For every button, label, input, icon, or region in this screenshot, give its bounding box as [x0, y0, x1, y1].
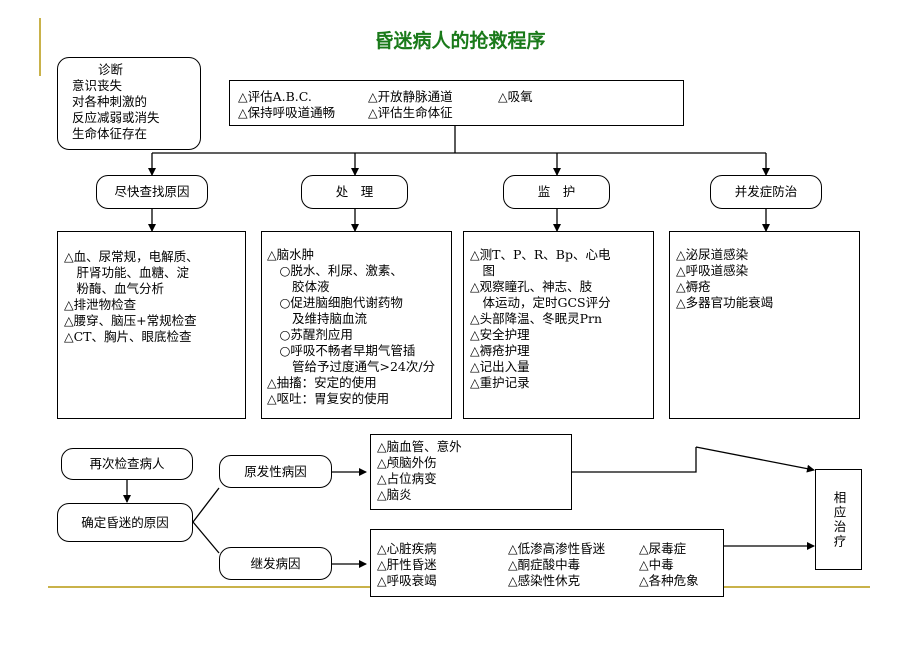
cause-item: △血、尿常规，电解质、: [64, 249, 199, 264]
assessment-row: △保持呼吸道通畅 △评估生命体征: [238, 105, 683, 121]
treatment-item: ○苏醒剂应用: [267, 327, 353, 342]
assessment-item: △评估生命体征: [368, 105, 453, 120]
assessment-item: △吸氧: [498, 89, 533, 104]
recheck-patient-box: 再次检查病人: [61, 448, 193, 480]
cause-item: 肝肾功能、血糖、淀: [64, 265, 190, 280]
secondary-causes-list: △心脏疾病 △低渗高渗性昏迷 △尿毒症 △肝性昏迷 △酮症酸中毒 △中毒 △呼吸…: [370, 529, 724, 597]
secondary-cause-item: △酮症酸中毒: [508, 557, 581, 572]
secondary-cause-item: △尿毒症: [639, 541, 687, 556]
diagnosis-line: 意识丧失: [72, 78, 123, 93]
secondary-cause-item: △呼吸衰竭: [377, 573, 437, 588]
cause-item: 粉酶、血气分析: [64, 281, 165, 296]
assessment-item: △开放静脉通道: [368, 89, 453, 104]
monitoring-item: △头部降温、冬眠灵Prn: [470, 311, 603, 326]
secondary-cause-row: △肝性昏迷 △酮症酸中毒 △中毒: [377, 557, 723, 573]
monitoring-item: 图: [470, 263, 496, 278]
decor-vertical-line: [39, 18, 41, 76]
assessment-item: △评估A.B.C.: [238, 89, 312, 104]
complication-item: △褥疮: [676, 279, 711, 294]
complication-item: △多器官功能衰竭: [676, 295, 774, 310]
secondary-cause-item: △中毒: [639, 557, 674, 572]
secondary-cause-item: △各种危象: [639, 573, 699, 588]
complication-item: △呼吸道感染: [676, 263, 749, 278]
secondary-cause-box: 继发病因: [219, 547, 332, 580]
treatment-item: ○脱水、利尿、激素、: [267, 263, 403, 278]
corresponding-treatment-label: 相应治疗: [831, 490, 847, 549]
primary-cause-item: △占位病变: [377, 471, 437, 486]
diagnosis-line: 反应减弱或消失: [72, 110, 160, 125]
assessment-box: △评估A.B.C. △开放静脉通道 △吸氧 △保持呼吸道通畅 △评估生命体征: [229, 80, 684, 126]
header-treatment: 处 理: [301, 175, 408, 209]
assessment-row: △评估A.B.C. △开放静脉通道 △吸氧: [238, 89, 683, 105]
treatment-item: 及维持脑血流: [267, 311, 368, 326]
diagnosis-line: 生命体征存在: [72, 126, 148, 141]
treatment-item: △抽搐：安定的使用: [267, 375, 377, 390]
cause-item: △排泄物检查: [64, 297, 137, 312]
monitoring-detail-box: △测T、P、R、Bp、心电 图 △观察瞳孔、神志、肢 体运动，定时GCS评分 △…: [463, 231, 654, 419]
monitoring-item: △观察瞳孔、神志、肢: [470, 279, 593, 294]
monitoring-item: △测T、P、R、Bp、心电: [470, 247, 611, 262]
treatment-item: 管给予过度通气>24次/分: [267, 359, 436, 374]
assessment-item: △保持呼吸道通畅: [238, 105, 336, 120]
monitoring-item: △记出入量: [470, 359, 530, 374]
monitoring-item: △褥疮护理: [470, 343, 530, 358]
secondary-cause-row: △呼吸衰竭 △感染性休克 △各种危象: [377, 573, 723, 589]
corresponding-treatment-box: 相应治疗: [815, 469, 862, 570]
primary-causes-list: △脑血管、意外 △颅脑外伤 △占位病变 △脑炎: [370, 434, 572, 510]
cause-detail-box: △血、尿常规，电解质、 肝肾功能、血糖、淀 粉酶、血气分析 △排泄物检查 △腰穿…: [57, 231, 246, 419]
diagnosis-box: 诊断 意识丧失 对各种刺激的 反应减弱或消失 生命体征存在: [57, 57, 201, 150]
diagnosis-line: 对各种刺激的: [72, 94, 148, 109]
primary-cause-item: △颅脑外伤: [377, 455, 437, 470]
monitoring-item: 体运动，定时GCS评分: [470, 295, 611, 310]
secondary-cause-item: △低渗高渗性昏迷: [508, 541, 606, 556]
cause-item: △CT、胸片、眼底检查: [64, 329, 192, 344]
primary-cause-item: △脑炎: [377, 487, 412, 502]
secondary-cause-item: △感染性休克: [508, 573, 581, 588]
header-find-cause: 尽快查找原因: [96, 175, 208, 209]
primary-cause-box: 原发性病因: [219, 455, 332, 488]
complication-item: △泌尿道感染: [676, 247, 749, 262]
monitoring-item: △安全护理: [470, 327, 530, 342]
secondary-cause-item: △心脏疾病: [377, 541, 437, 556]
header-monitoring: 监 护: [503, 175, 610, 209]
cause-item: △腰穿、脑压+常规检查: [64, 313, 197, 328]
diagnosis-heading: 诊断: [98, 62, 124, 77]
page-title: 昏迷病人的抢救程序: [374, 30, 546, 52]
secondary-cause-row: △心脏疾病 △低渗高渗性昏迷 △尿毒症: [377, 541, 723, 557]
treatment-item: ○促进脑细胞代谢药物: [267, 295, 403, 310]
treatment-item: 胶体液: [267, 279, 330, 294]
treatment-item: ○呼吸不畅者早期气管插: [267, 343, 416, 358]
confirm-cause-box: 确定昏迷的原因: [57, 503, 193, 542]
treatment-detail-box: △脑水肿 ○脱水、利尿、激素、 胶体液 ○促进脑细胞代谢药物 及维持脑血流 ○苏…: [261, 231, 452, 419]
treatment-item: △脑水肿: [267, 247, 315, 262]
complication-detail-box: △泌尿道感染 △呼吸道感染 △褥疮 △多器官功能衰竭: [669, 231, 860, 419]
secondary-cause-item: △肝性昏迷: [377, 557, 437, 572]
monitoring-item: △重护记录: [470, 375, 530, 390]
header-complication-prevention: 并发症防治: [710, 175, 822, 209]
treatment-item: △呕吐：胃复安的使用: [267, 391, 390, 406]
primary-cause-item: △脑血管、意外: [377, 439, 462, 454]
